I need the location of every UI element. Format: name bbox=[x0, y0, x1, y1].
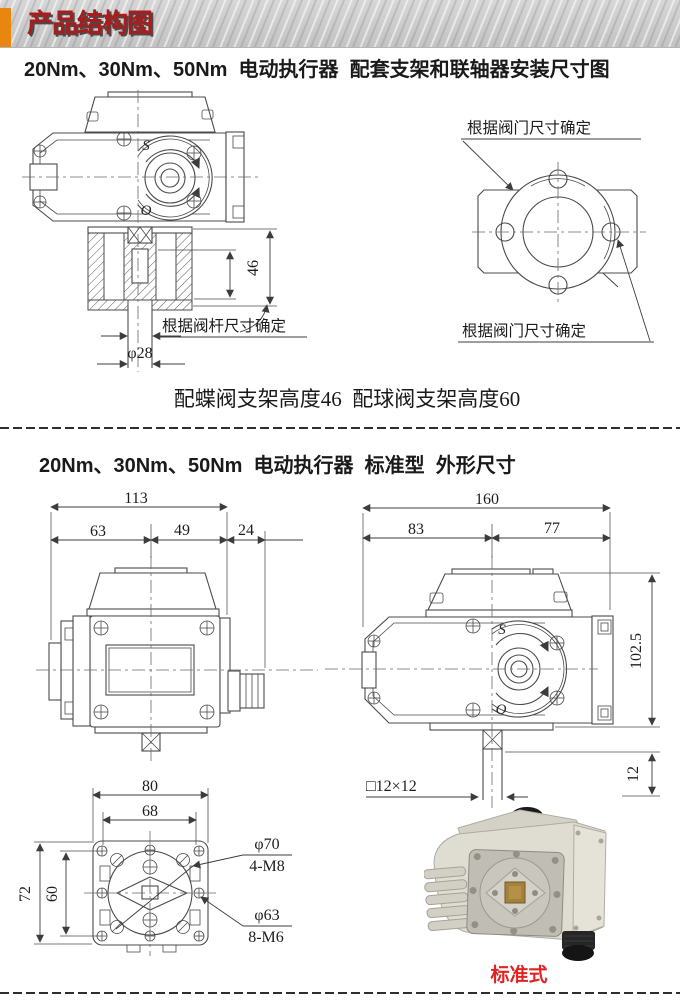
dial-mark-s: S bbox=[142, 138, 150, 154]
screw-icons bbox=[33, 131, 202, 221]
photo-cable-gland bbox=[562, 931, 595, 961]
front-view-drawing: 113 63 49 24 bbox=[36, 490, 318, 762]
bolt-spec-small: 8-M6 bbox=[248, 929, 284, 946]
banner-accent-bar bbox=[0, 8, 11, 47]
dim-stem: 12 bbox=[625, 766, 642, 782]
actuator-bracket-drawing: 46 根据阀杆尺寸确定 φ28 S O bbox=[22, 90, 307, 372]
bolt-spec-large: 4-M8 bbox=[249, 858, 285, 875]
bottom-divider bbox=[0, 992, 680, 994]
banner: 产品结构图 bbox=[0, 0, 680, 48]
photo-caption: 标准式 bbox=[490, 965, 548, 986]
dim-width: 113 bbox=[124, 490, 147, 507]
section1-heading: 20Nm、30Nm、50Nm 电动执行器 配套支架和联轴器安装尺寸图 bbox=[24, 59, 610, 81]
flange-note-bottom: 根据阀门尺寸确定 bbox=[462, 322, 586, 340]
bottom-view-drawing: 80 68 72 60 φ70 4-M8 φ63 8-M6 bbox=[17, 778, 292, 956]
screw-icons bbox=[367, 618, 565, 718]
dial-mark-o: O bbox=[141, 203, 152, 219]
dim-right: 49 bbox=[174, 522, 190, 539]
dim-length: 160 bbox=[475, 491, 499, 508]
screw-icons bbox=[93, 620, 215, 720]
dim-stem-diameter: φ28 bbox=[127, 345, 152, 362]
dim-bracket-height: 46 bbox=[245, 260, 262, 276]
tapped-hole-icons bbox=[110, 853, 190, 934]
flange-note-top: 根据阀门尺寸确定 bbox=[467, 119, 591, 137]
dim-outer-height: 72 bbox=[17, 886, 34, 902]
dim-right: 77 bbox=[544, 520, 560, 537]
dim-left: 83 bbox=[408, 521, 424, 538]
dial-mark-o: O bbox=[496, 702, 507, 718]
dim-left: 63 bbox=[90, 523, 106, 540]
product-photo bbox=[424, 807, 607, 961]
section2-heading: 20Nm、30Nm、50Nm 电动执行器 标准型 外形尺寸 bbox=[39, 455, 516, 477]
shaft-label: □12×12 bbox=[366, 778, 417, 795]
dim-inner-width: 68 bbox=[142, 803, 158, 820]
bolt-circle-small: φ63 bbox=[254, 907, 279, 924]
flange-drawing: 根据阀门尺寸确定 根据阀门尺寸确定 bbox=[458, 119, 654, 343]
page-title: 产品结构图 bbox=[27, 8, 153, 38]
side-view-drawing: 160 83 77 102.5 12 □12×12 S O bbox=[325, 491, 660, 808]
dim-depth: 24 bbox=[238, 522, 254, 539]
bolt-circle-large: φ70 bbox=[254, 836, 279, 853]
bracket-height-caption: 配蝶阀支架高度46 配球阀支架高度60 bbox=[173, 387, 521, 411]
dim-height: 102.5 bbox=[628, 633, 645, 669]
dim-outer-width: 80 bbox=[142, 778, 158, 795]
section-divider bbox=[0, 427, 680, 429]
stem-note: 根据阀杆尺寸确定 bbox=[162, 317, 286, 335]
dial-mark-s: S bbox=[498, 622, 506, 638]
dim-inner-height: 60 bbox=[44, 886, 61, 902]
